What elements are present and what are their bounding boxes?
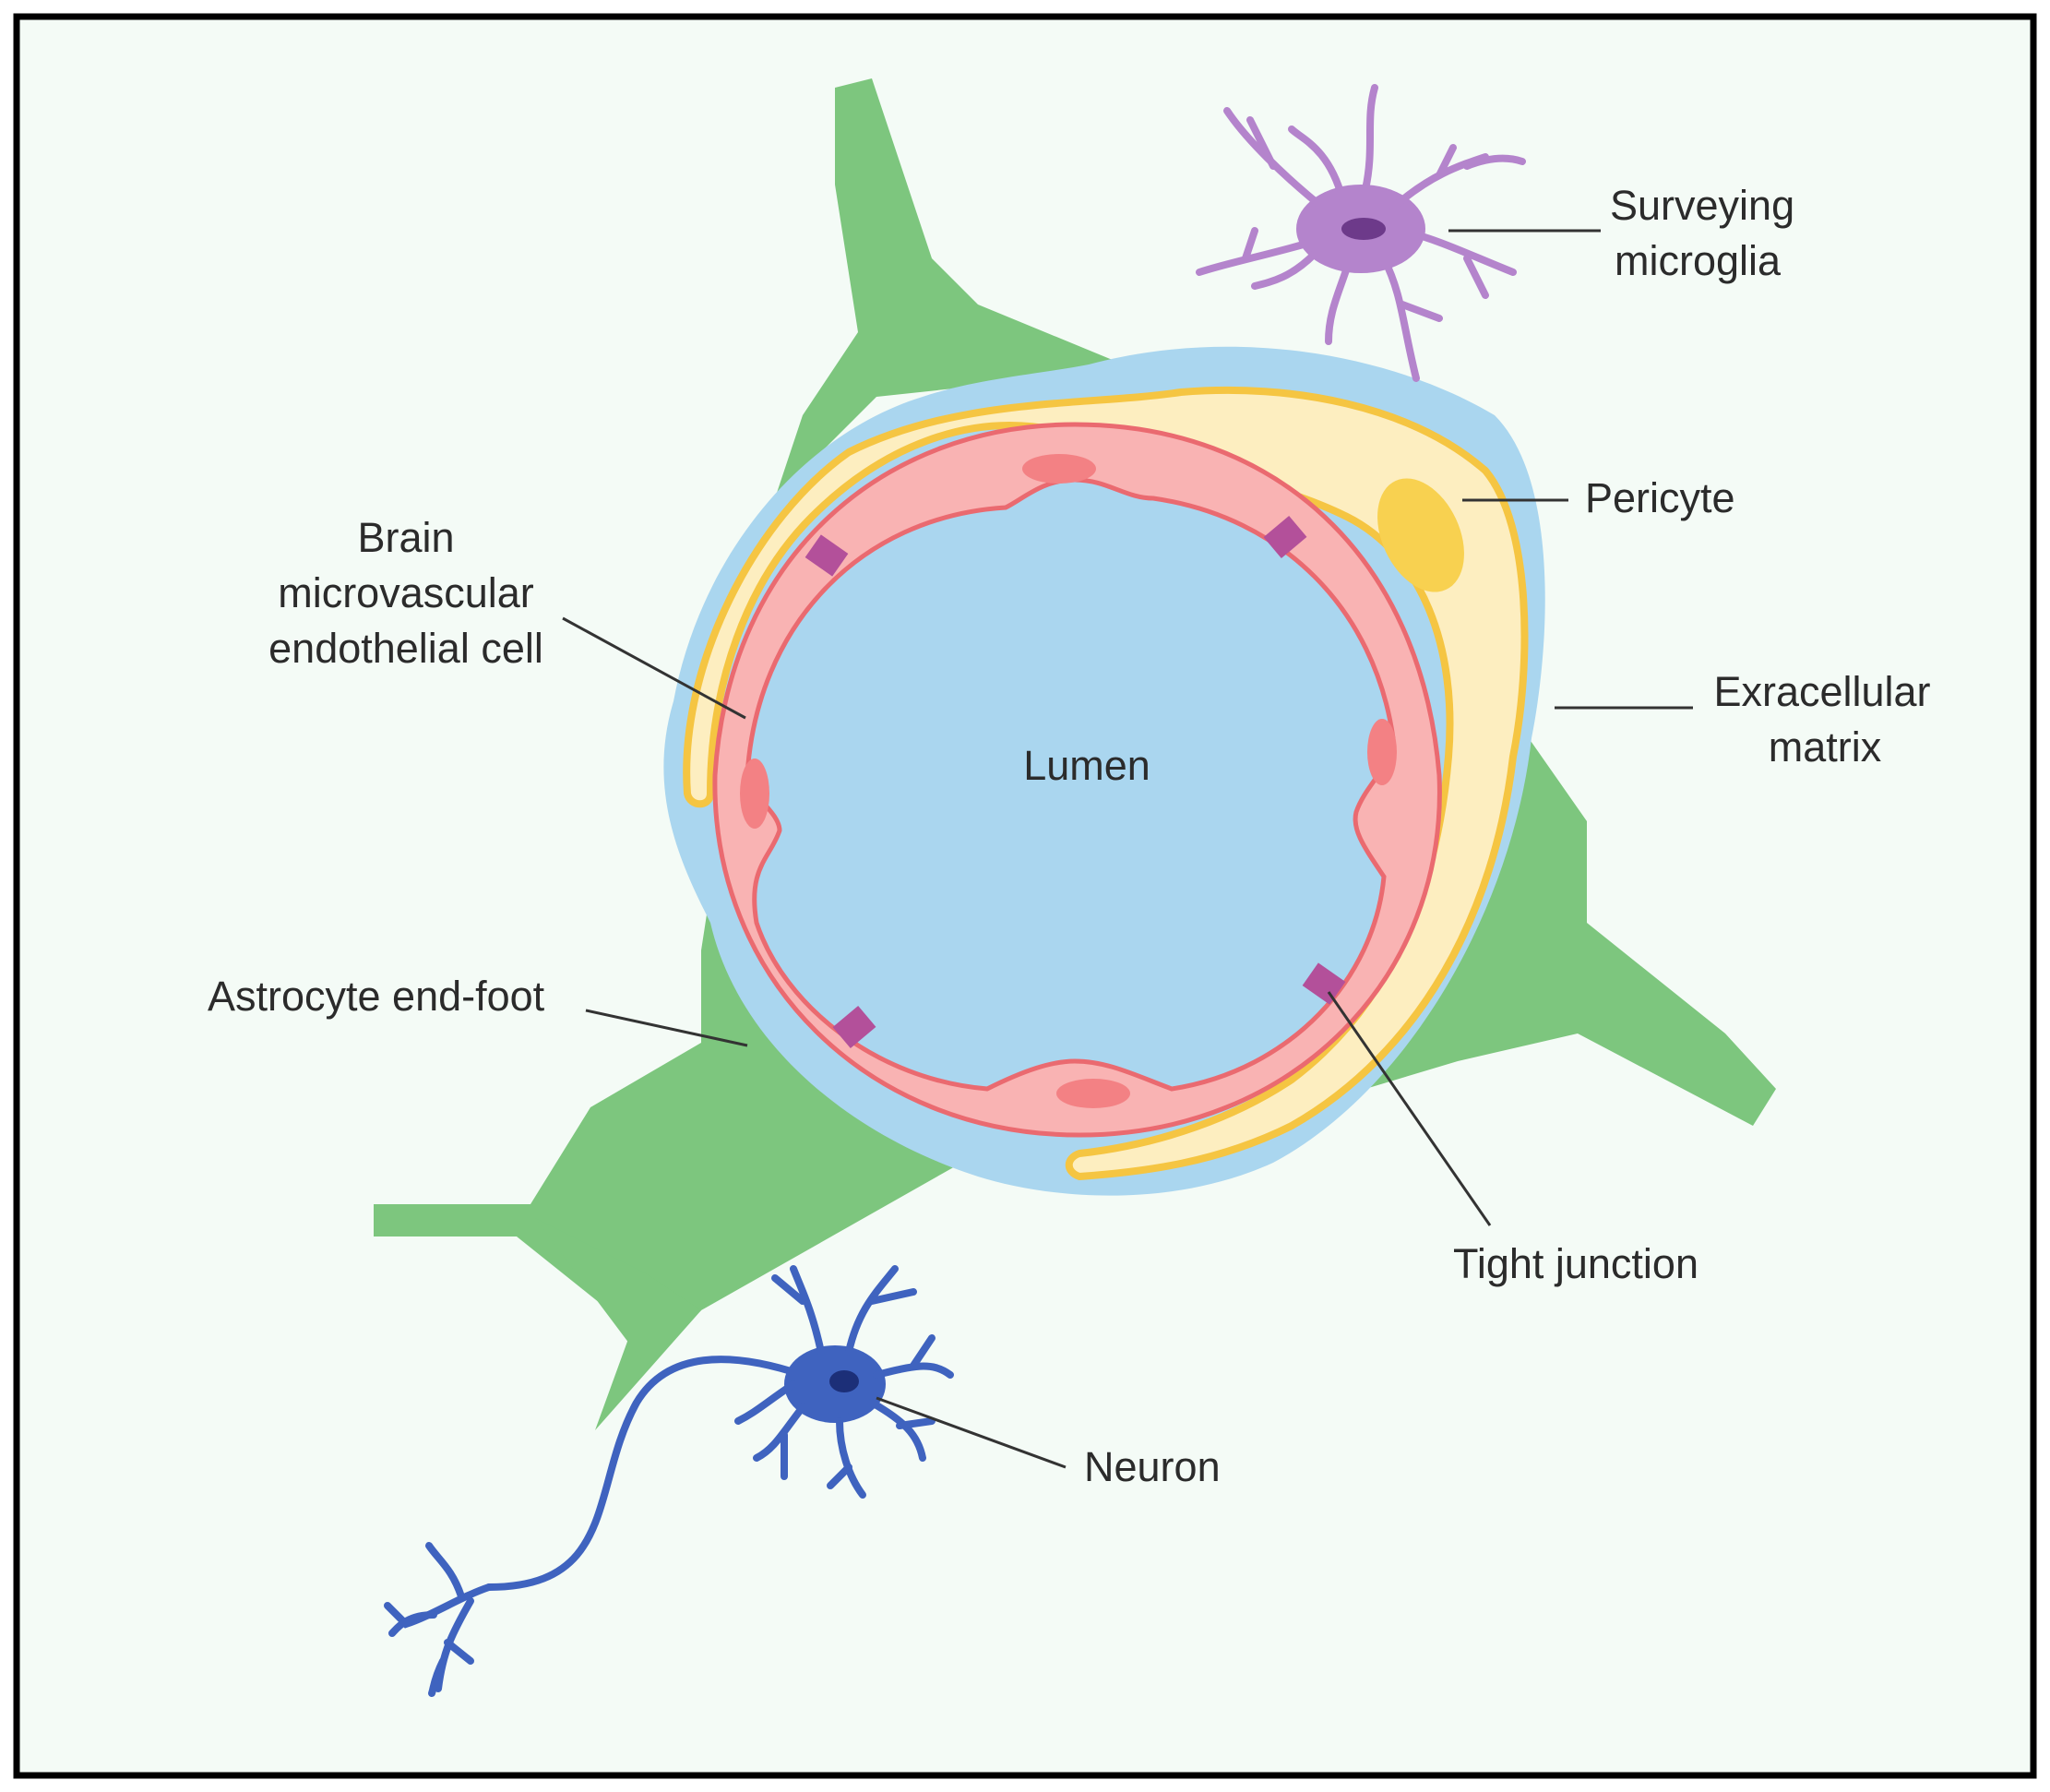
tight-junction <box>1302 962 1346 1005</box>
label-microglia-line2: microglia <box>1615 237 1782 284</box>
endothelial-nucleus-top <box>1022 454 1096 484</box>
leader-astrocyte <box>585 1009 748 1047</box>
tight-junction <box>1263 515 1307 559</box>
neuron-cell <box>384 1265 954 1697</box>
microglia-cell <box>1196 84 1526 382</box>
tight-junction <box>832 1005 876 1049</box>
pericyte-nucleus <box>1377 478 1464 592</box>
label-pericyte: Pericyte <box>1585 474 1735 521</box>
label-endothelial-line2: microvascular <box>278 569 534 616</box>
leader-tight-junction <box>1327 991 1492 1226</box>
leader-lines <box>562 229 1693 1469</box>
astrocyte-cell <box>374 78 1776 1430</box>
label-astrocyte: Astrocyte end-foot <box>208 973 545 1020</box>
label-endothelial-line1: Brain <box>357 514 454 561</box>
label-ecm-line2: matrix <box>1769 723 1882 771</box>
label-tight-junction: Tight junction <box>1453 1240 1698 1287</box>
neuron-nucleus <box>829 1370 859 1392</box>
endothelial-nucleus-left <box>740 759 769 829</box>
endothelial-cell <box>712 422 1442 1138</box>
microglia-nucleus <box>1341 218 1386 240</box>
label-microglia-line1: Surveying <box>1610 182 1794 229</box>
endothelial-nucleus-bottom <box>1056 1079 1130 1108</box>
endothelial-nucleus-right <box>1367 719 1397 785</box>
label-endothelial-line3: endothelial cell <box>268 625 543 672</box>
label-ecm-line1: Exracellular <box>1713 668 1930 715</box>
pericyte-cell <box>683 386 1529 1181</box>
tight-junction <box>805 534 849 577</box>
label-lumen: Lumen <box>1023 742 1150 789</box>
leader-endothelial <box>562 616 746 720</box>
label-neuron: Neuron <box>1084 1443 1221 1490</box>
leader-neuron <box>876 1396 1067 1469</box>
tight-junction-group <box>805 515 1346 1049</box>
